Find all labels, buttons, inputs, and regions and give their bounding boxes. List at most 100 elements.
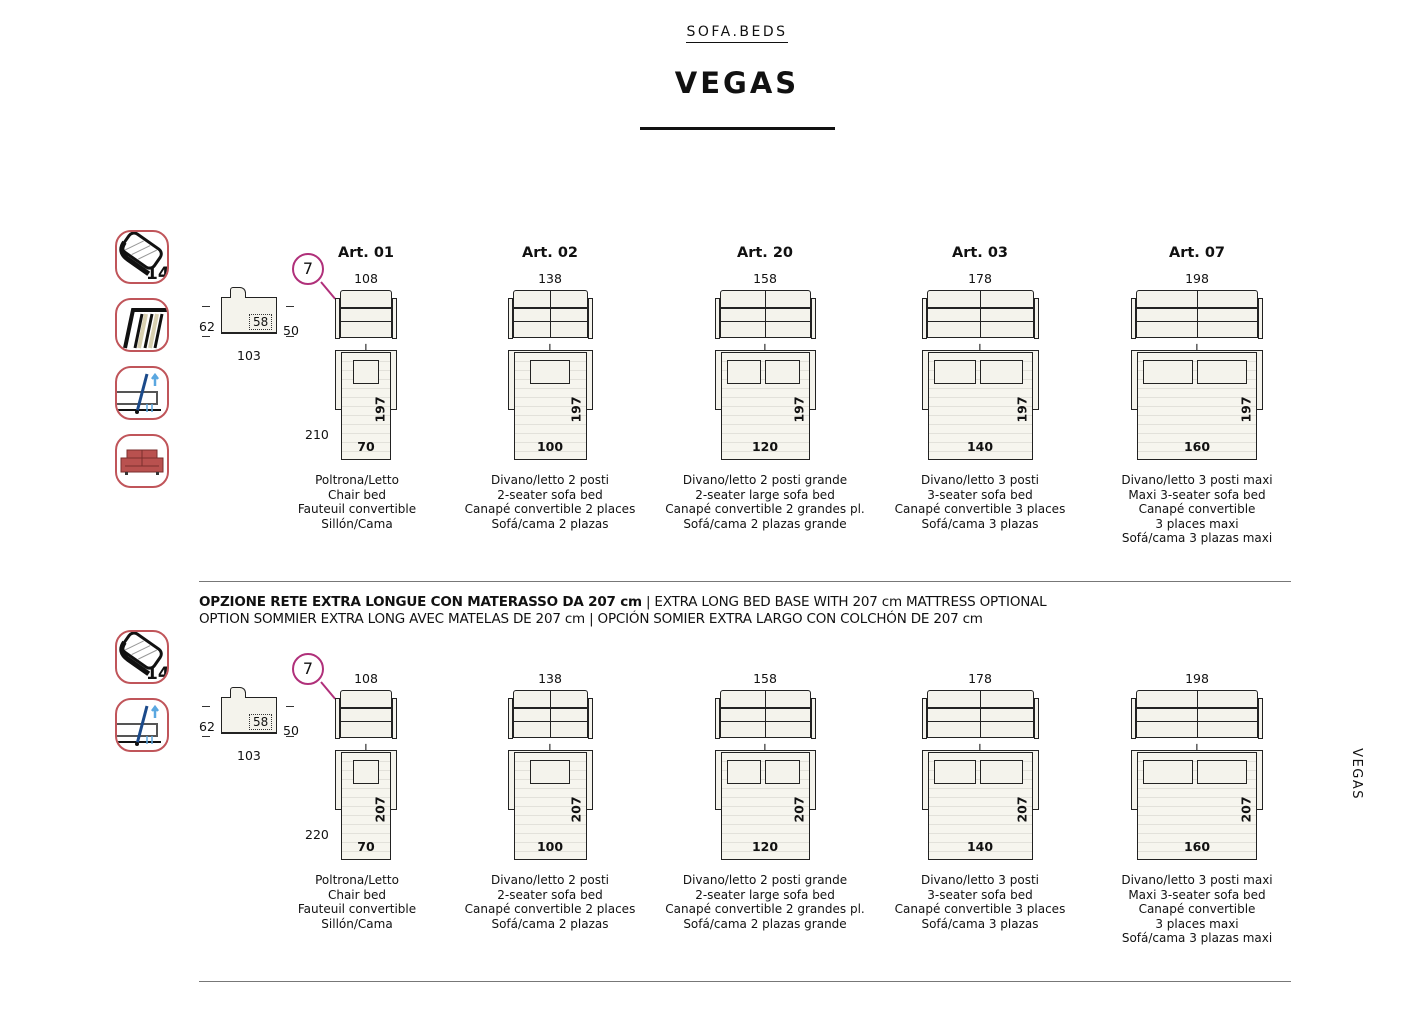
- height-label: 62: [199, 319, 215, 334]
- article-code: Art. 03: [951, 245, 1009, 261]
- height-label: 62: [199, 719, 215, 734]
- open-arrow: ↓: [1191, 341, 1203, 356]
- description-line: Sofá/cama 3 plazas: [921, 916, 1039, 931]
- mattress-width-label: 160: [1183, 839, 1211, 854]
- dim-tick: [202, 706, 210, 707]
- sofa-arm-left: [335, 698, 340, 739]
- sofa-arm-right: [587, 298, 593, 339]
- pillow: [530, 760, 570, 784]
- sofa-arm-right: [1033, 698, 1039, 739]
- seat-depth-label: 58: [249, 714, 273, 730]
- cushion-seam: [980, 290, 981, 338]
- description-line: 3 places maxi: [1155, 916, 1239, 931]
- cushion-seam: [765, 290, 766, 338]
- depth-label: 103: [237, 748, 261, 763]
- cushion-seam: [550, 690, 551, 738]
- description-line: Maxi 3-seater sofa bed: [1128, 487, 1266, 502]
- sofa-width-label: 138: [538, 271, 562, 286]
- cushion-seam: [1197, 290, 1198, 338]
- cushion-seam: [980, 690, 981, 738]
- open-arrow: ↓: [544, 741, 556, 756]
- mattress-width-label: 120: [751, 839, 779, 854]
- mattress-length-label: 197: [1014, 396, 1030, 423]
- mattress-14-feature-badge: 14: [115, 230, 169, 284]
- description-line: 3-seater sofa bed: [927, 887, 1033, 902]
- cushion-seam: [765, 690, 766, 738]
- lift-mechanism-feature-badge: [115, 698, 169, 752]
- mattress: [513, 752, 587, 860]
- description-line: Maxi 3-seater sofa bed: [1128, 887, 1266, 902]
- dim-tick: [202, 306, 210, 307]
- sofa-arm-left: [507, 698, 513, 739]
- seat-depth-label: 58: [249, 314, 273, 330]
- dim-tick: [286, 336, 294, 337]
- description-line: Divano/letto 2 posti: [490, 473, 609, 487]
- description-line: Canapé convertible 2 grandes pl.: [665, 502, 865, 517]
- slatted-base-feature-badge: [115, 298, 169, 352]
- article-code: Art. 02: [521, 245, 579, 261]
- mattress-14-icon: 14: [117, 632, 167, 682]
- mattress-width-label: 100: [536, 839, 564, 854]
- open-arrow: ↓: [360, 341, 372, 356]
- description-line: Chair bed: [327, 487, 387, 502]
- sofa-arm-left: [921, 698, 927, 739]
- pillow: [1143, 760, 1193, 784]
- pillow: [980, 760, 1023, 784]
- description-line: Canapé convertible 3 places: [894, 502, 1066, 517]
- sofa-seat: [340, 708, 392, 738]
- pillow: [353, 760, 379, 784]
- title-underline: [640, 127, 835, 130]
- pillow: [933, 360, 976, 384]
- description-line: Divano/letto 2 posti grande: [682, 473, 848, 487]
- pillow: [1197, 360, 1247, 384]
- description-line: Chair bed: [327, 887, 387, 902]
- side-view-back: [230, 687, 246, 698]
- mattress-width-label: 120: [751, 439, 779, 454]
- mattress-length-label: 207: [791, 796, 807, 823]
- dim-tick: [202, 736, 210, 737]
- pillow: [1197, 760, 1247, 784]
- open-length-label: 220: [305, 827, 329, 842]
- note-line2: OPTION SOMMIER EXTRA LONG AVEC MATELAS D…: [199, 611, 983, 627]
- description-line: Poltrona/Letto: [315, 473, 399, 487]
- sofa-arm-right: [1258, 298, 1263, 339]
- pillow: [1143, 360, 1193, 384]
- mattress-14-feature-badge: 14: [115, 630, 169, 684]
- mattress-width-label: 100: [536, 439, 564, 454]
- pillow: [765, 360, 800, 384]
- open-arrow: ↓: [360, 741, 372, 756]
- callout-circle: 7: [292, 253, 324, 285]
- depth-label: 103: [237, 348, 261, 363]
- description-line: 2-seater sofa bed: [497, 887, 603, 902]
- sofa-width-label: 108: [354, 671, 378, 686]
- description-line: Sillón/Cama: [321, 916, 393, 931]
- dim-tick: [286, 736, 294, 737]
- article-code: Art. 20: [736, 245, 794, 261]
- description-line: Sofá/cama 3 plazas maxi: [1121, 531, 1273, 546]
- article-code: Art. 07: [1168, 245, 1226, 261]
- brand-text: SOFA.BEDS: [686, 24, 788, 43]
- open-length-label: 210: [305, 427, 329, 442]
- sofa-width-label: 158: [753, 271, 777, 286]
- sofa-arm-right: [1033, 298, 1039, 339]
- mattress-length-label: 197: [791, 396, 807, 423]
- callout-arrow: [320, 281, 336, 300]
- side-label: VEGAS: [1349, 748, 1364, 800]
- description-line: Sofá/cama 3 plazas maxi: [1121, 931, 1273, 946]
- pillow: [726, 760, 761, 784]
- sofa-width-label: 178: [968, 271, 992, 286]
- divider: [199, 981, 1291, 982]
- slatted-base-icon: [117, 300, 167, 350]
- description-line: Divano/letto 3 posti: [920, 873, 1039, 887]
- article-code: Art. 01: [337, 245, 395, 261]
- sofa-backrest: [340, 690, 392, 708]
- description-line: 2-seater large sofa bed: [695, 887, 835, 902]
- mattress-length-label: 207: [1238, 796, 1254, 823]
- divider: [199, 581, 1291, 582]
- sofa-width-label: 108: [354, 271, 378, 286]
- pillow: [530, 360, 570, 384]
